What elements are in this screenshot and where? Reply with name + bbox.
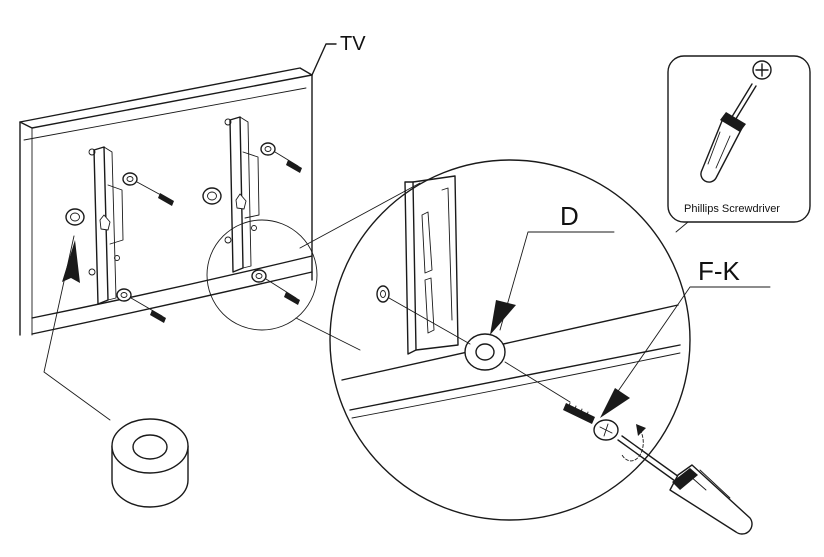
detail-zoom-circle-small (206, 219, 318, 331)
spacer-callout (43, 235, 189, 508)
washer-label: D (560, 201, 579, 231)
detail-washer (464, 333, 506, 371)
washer-callout: D (490, 201, 615, 335)
tv-panel (19, 67, 313, 336)
rotation-arrow-icon (621, 424, 646, 462)
spacer-icon (111, 418, 189, 508)
tv-callout: TV (311, 33, 366, 76)
left-mounting-bracket (88, 146, 124, 305)
detail-zoom-circle-large (295, 159, 691, 521)
tv-hardware (65, 142, 302, 323)
detail-screw (563, 402, 619, 441)
screw-label: F-K (698, 256, 741, 286)
phillips-screwdriver-icon (700, 60, 772, 183)
detail-hole (376, 285, 390, 303)
screw-callout: F-K (600, 256, 771, 418)
right-mounting-bracket (224, 116, 260, 273)
detail-bracket (404, 175, 459, 355)
tool-label: Phillips Screwdriver (684, 203, 780, 215)
tv-label: TV (340, 33, 366, 55)
detail-tv-edge (341, 304, 681, 419)
detail-screwdriver (617, 435, 753, 535)
tool-box: Phillips Screwdriver (667, 55, 811, 233)
